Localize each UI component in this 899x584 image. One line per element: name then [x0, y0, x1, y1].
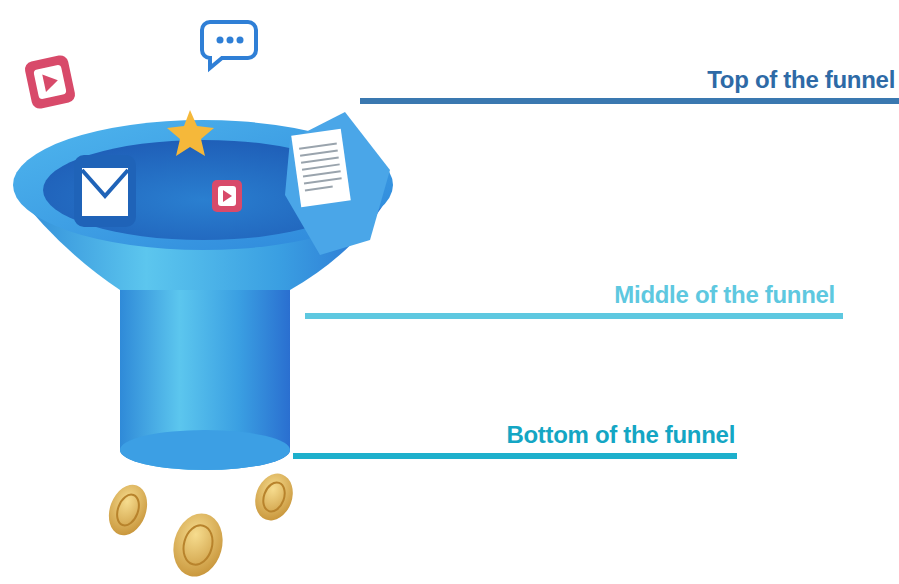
stage-label: Middle of the funnel: [614, 281, 835, 309]
document-icon: [285, 112, 390, 255]
coin-icon: [249, 468, 299, 525]
funnel-bottom: [120, 430, 290, 470]
stage-label: Top of the funnel: [707, 66, 895, 94]
stage-label: Bottom of the funnel: [506, 421, 735, 449]
leader-line: [360, 98, 899, 104]
coin-icon: [102, 479, 154, 540]
play-icon: [212, 180, 242, 212]
funnel-stem: [120, 285, 290, 470]
leader-line: [305, 313, 843, 319]
coin-icon: [167, 508, 230, 582]
play-icon: [23, 54, 76, 110]
leader-line: [293, 453, 737, 459]
mail-icon: [74, 155, 136, 227]
star-icon: [167, 110, 214, 156]
chat-icon: [202, 22, 256, 68]
